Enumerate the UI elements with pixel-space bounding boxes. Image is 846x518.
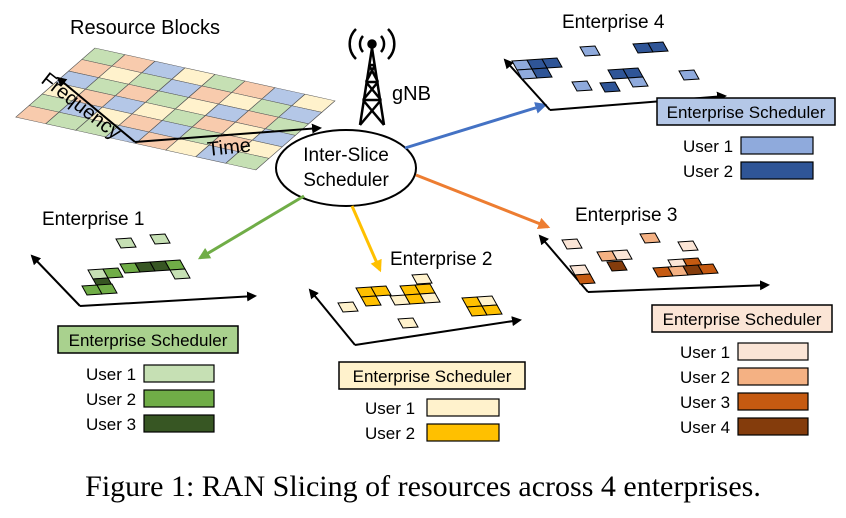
enterprise-1-legend: User 1 User 2 User 3 [86,364,215,434]
antenna-tower-icon [348,28,396,126]
legend-user-label: User 2 [680,368,730,387]
ran-slicing-diagram: Resource Blocks Frequency Time gNB Inter… [15,12,836,443]
e2-block [481,304,503,316]
legend-user-label: User 1 [86,365,136,384]
enterprise-3-title: Enterprise 3 [575,205,677,226]
enterprise-4-blocks [511,41,700,93]
legend-swatch [426,398,500,417]
resource-block [225,151,270,171]
legend-swatch [737,417,809,436]
legend-user-label: User 3 [86,415,136,434]
e2-block [337,301,359,313]
legend-swatch [143,389,215,408]
enterprise-1-scheduler-label: Enterprise Scheduler [69,331,228,350]
e1-block [115,237,137,249]
resource-blocks-title: Resource Blocks [70,17,220,39]
legend-user-label: User 2 [365,424,415,443]
legend-swatch [143,364,215,383]
e4-block [531,67,553,79]
legend-user-label: User 4 [680,418,730,437]
e2-block [411,273,433,285]
frequency-axis [56,76,136,143]
gnb-label: gNB [392,83,431,105]
legend-swatch [737,342,809,361]
enterprise-2-axis-x [354,316,522,346]
legend-swatch [740,136,814,155]
arrow-to-enterprise-3 [415,173,551,230]
enterprise-1-blocks [81,233,191,296]
e3-block [606,260,628,272]
time-axis [134,123,322,143]
e4-block [678,69,700,81]
legend-user-label: User 1 [365,399,415,418]
e3-block [561,238,583,250]
e3-block [677,240,699,252]
arrow-to-enterprise-2 [350,205,382,273]
inter-slice-label-line1: Inter-Slice [303,145,389,166]
e4-block [647,41,669,53]
e4-block [571,80,593,92]
legend-swatch [426,423,500,442]
e2-block [397,317,419,329]
e1-block [169,268,191,280]
enterprise-2-scheduler-box [338,361,526,390]
enterprise-2-legend: User 1 User 2 [365,398,500,443]
e4-block [579,45,601,57]
resource-grid [15,47,336,171]
enterprise-1-scheduler-box [57,325,239,354]
enterprise-3-legend: User 1 User 2 User 3 User 4 [680,342,809,437]
enterprise-2-scheduler-label: Enterprise Scheduler [353,367,512,386]
enterprise-4-title: Enterprise 4 [562,12,665,33]
enterprise-2-title: Enterprise 2 [390,249,492,270]
inter-slice-scheduler-node [275,129,417,207]
e1-block [96,283,118,295]
legend-user-label: User 1 [680,343,730,362]
enterprise-2-blocks [337,273,503,329]
e3-block [574,273,596,285]
arrow-to-enterprise-1 [197,194,305,260]
enterprise-1-axis-y [30,254,81,307]
e1-block [149,233,171,245]
legend-swatch [737,392,809,411]
legend-swatch [143,414,215,433]
e2-block [419,292,441,304]
arrow-to-enterprise-4 [404,102,548,150]
e3-block [639,232,661,244]
e4-block [541,57,563,69]
figure-caption: Figure 1: RAN Slicing of resources acros… [85,470,761,503]
enterprise-3-scheduler-box [651,304,833,333]
legend-swatch [740,161,814,180]
e2-block [360,295,382,307]
e1-block [102,267,124,279]
enterprise-4-scheduler-box [656,97,836,126]
e3-block [697,263,719,275]
legend-user-label: User 1 [683,137,733,156]
enterprise-1-title: Enterprise 1 [42,209,144,230]
e4-block [627,76,649,88]
enterprise-3-scheduler-label: Enterprise Scheduler [663,310,822,329]
enterprise-4-legend: User 1 User 2 [683,136,814,181]
enterprise-3-blocks [561,232,719,285]
enterprise-2-axis-y [308,288,356,346]
e2-block [370,285,392,297]
e4-block [599,81,621,93]
e3-block [611,249,633,261]
legend-user-label: User 2 [683,162,733,181]
inter-slice-label-line2: Scheduler [303,170,389,191]
legend-swatch [737,367,809,386]
legend-user-label: User 2 [86,390,136,409]
enterprise-3-axis-x [587,280,770,293]
enterprise-4-scheduler-label: Enterprise Scheduler [667,103,826,122]
enterprise-4-axis-y [503,58,551,111]
enterprise-1-axis-x [79,291,257,307]
time-label: Time [206,135,252,161]
legend-user-label: User 3 [680,393,730,412]
